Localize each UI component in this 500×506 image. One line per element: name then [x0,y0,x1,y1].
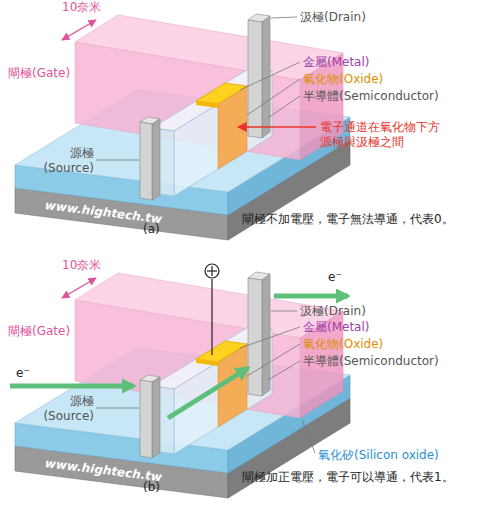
dimension-label: 10奈米 [62,258,101,273]
transistor-a [15,14,350,240]
part-label: 源極 (Source) [38,394,94,424]
electron-label: e⁻ [328,270,342,285]
part-label: 閘極(Gate) [8,324,70,339]
electron-flow-arrows [10,296,348,418]
electron-label: e⁻ [16,366,30,381]
panel-a [15,14,350,240]
part-label: 汲極(Drain) [300,304,366,319]
part-label: 金屬(Metal) [303,55,370,70]
callout-note: 電子通道在氧化物下方 源極與汲極之間 [320,120,446,150]
dimension-label: 10奈米 [62,0,101,15]
panel-letter: (b) [143,480,160,495]
part-label: 氧化物(Oxide) [303,337,383,352]
part-label: 半導體(Semiconductor) [303,354,439,369]
panel-letter: (a) [143,222,160,237]
panel-caption: 閘極加正電壓，電子可以導通，代表1。 [242,470,454,485]
part-label: 汲極(Drain) [300,10,366,25]
leader-lines-a [96,17,300,160]
leader-lines-b [96,311,315,453]
channel-arrow [238,126,316,127]
panel-caption: 閘極不加電壓，電子無法導通，代表0。 [242,212,454,227]
part-label: 氧化矽(Silicon oxide) [318,448,439,463]
panel-b [10,264,350,498]
part-label: 半導體(Semiconductor) [303,89,439,104]
part-label: 金屬(Metal) [303,320,370,335]
part-label: 氧化物(Oxide) [303,72,383,87]
part-label: 源極 (Source) [38,146,94,176]
part-label: 閘極(Gate) [8,66,70,81]
gate-voltage-symbol [205,264,219,355]
